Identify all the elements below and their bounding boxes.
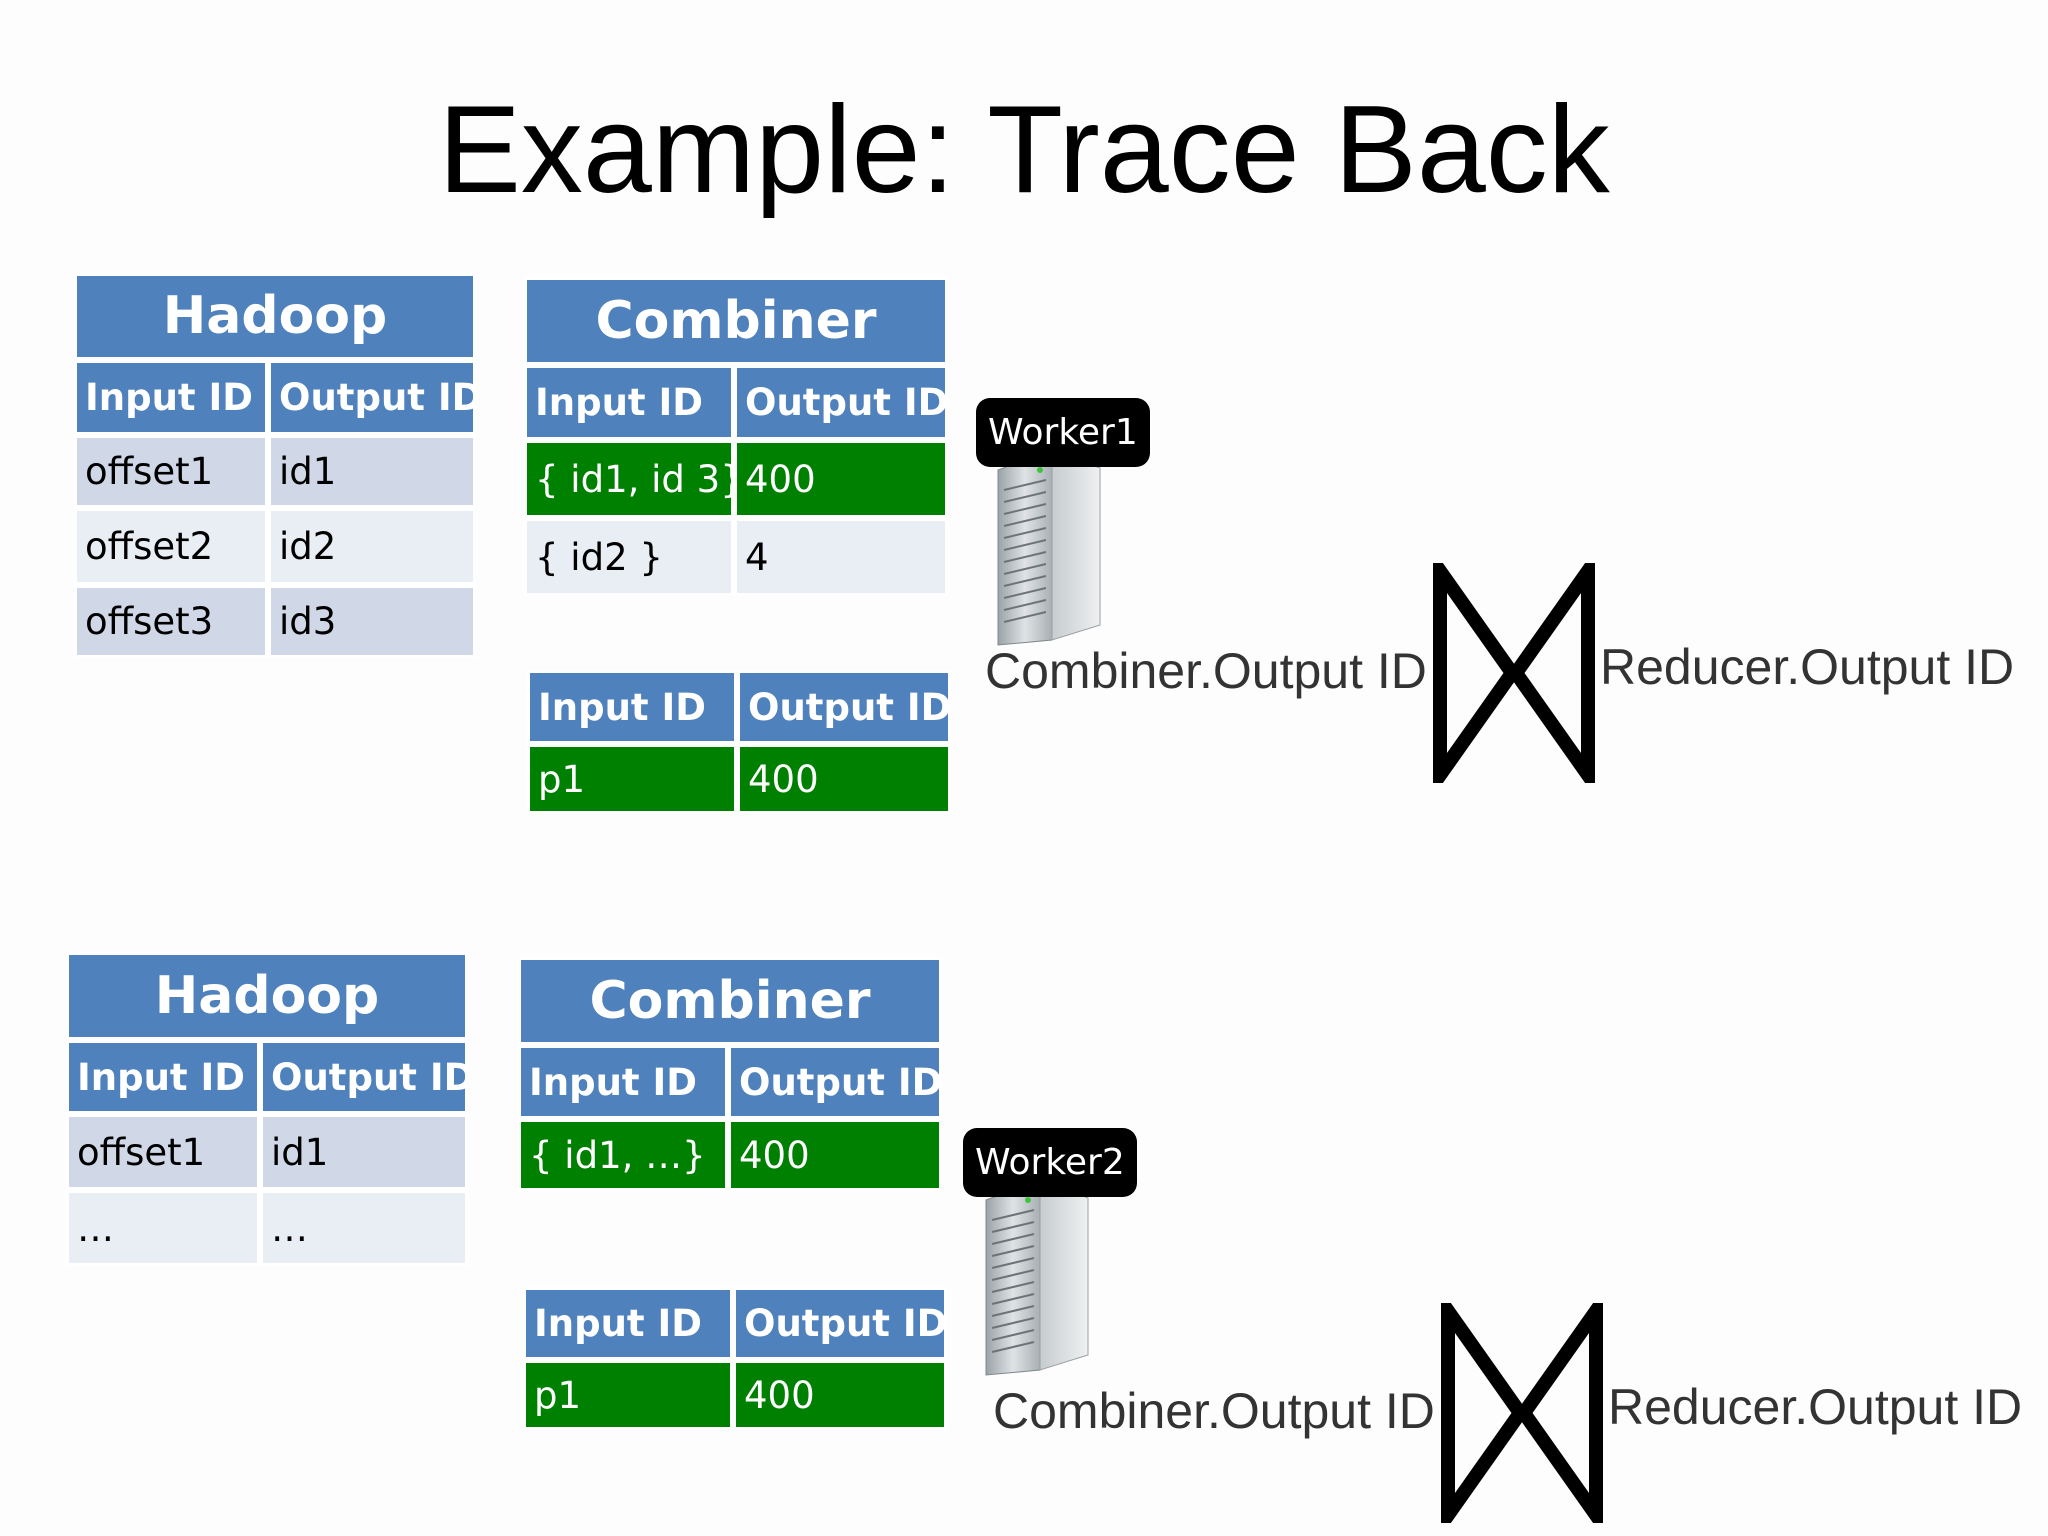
table-cell: 400 — [728, 1119, 942, 1191]
bottom-combiner-table: Combiner Input ID Output ID { id1, …} 40… — [518, 957, 942, 1191]
header-cell: Input ID — [527, 670, 737, 744]
combiner-output-label: Combiner.Output ID — [993, 1383, 1435, 1439]
table-header-row: Input ID Output ID — [527, 670, 951, 744]
table-cell: … — [66, 1190, 260, 1266]
top-hadoop-table: Hadoop Input ID Output ID offset1 id1 of… — [74, 273, 476, 658]
table-title: Hadoop — [66, 952, 468, 1040]
table-header-row: Input ID Output ID — [66, 1040, 468, 1114]
table-header-row: Input ID Output ID — [524, 365, 948, 440]
server-icon — [985, 1179, 1089, 1376]
join-bowtie-icon — [1441, 1303, 1603, 1523]
table-cell: p1 — [523, 1360, 733, 1430]
header-cell: Output ID — [734, 365, 948, 440]
header-cell: Input ID — [523, 1287, 733, 1360]
reducer-output-label: Reducer.Output ID — [1608, 1379, 2023, 1435]
combiner-output-label: Combiner.Output ID — [985, 643, 1427, 699]
header-cell: Output ID — [737, 670, 951, 744]
header-cell: Input ID — [74, 360, 268, 435]
top-reducer-table: Input ID Output ID p1 400 — [527, 670, 951, 814]
table-row-highlighted: p1 400 — [527, 744, 951, 814]
table-cell: { id1, …} — [518, 1119, 728, 1191]
table-cell: id1 — [268, 435, 476, 508]
header-cell: Input ID — [518, 1045, 728, 1119]
table-header-row: Input ID Output ID — [518, 1045, 942, 1119]
table-header-row: Input ID Output ID — [74, 360, 476, 435]
top-combiner-table: Combiner Input ID Output ID { id1, id 3}… — [524, 277, 948, 596]
reducer-output-label: Reducer.Output ID — [1600, 639, 2015, 695]
table-cell: 4 — [734, 518, 948, 596]
table-cell: offset3 — [74, 585, 268, 658]
table-row: … … — [66, 1190, 468, 1266]
table-cell: p1 — [527, 744, 737, 814]
table-cell: id1 — [260, 1114, 468, 1190]
table-row: offset2 id2 — [74, 508, 476, 585]
bottom-hadoop-table: Hadoop Input ID Output ID offset1 id1 … … — [66, 952, 468, 1266]
table-cell: offset2 — [74, 508, 268, 585]
header-cell: Input ID — [524, 365, 734, 440]
header-cell: Output ID — [733, 1287, 947, 1360]
header-cell: Output ID — [728, 1045, 942, 1119]
table-row-highlighted: p1 400 — [523, 1360, 947, 1430]
bottom-reducer-table: Input ID Output ID p1 400 — [523, 1287, 947, 1430]
table-cell: … — [260, 1190, 468, 1266]
table-row: offset3 id3 — [74, 585, 476, 658]
table-header-row: Input ID Output ID — [523, 1287, 947, 1360]
table-row: offset1 id1 — [66, 1114, 468, 1190]
header-cell: Output ID — [268, 360, 476, 435]
table-cell: 400 — [737, 744, 951, 814]
table-cell: 400 — [734, 440, 948, 518]
table-row-highlighted: { id1, …} 400 — [518, 1119, 942, 1191]
header-cell: Output ID — [260, 1040, 468, 1114]
table-title: Combiner — [518, 957, 942, 1045]
server-icon — [997, 449, 1101, 646]
table-cell: { id2 } — [524, 518, 734, 596]
table-title: Combiner — [524, 277, 948, 365]
table-row-highlighted: { id1, id 3} 400 — [524, 440, 948, 518]
table-cell: id3 — [268, 585, 476, 658]
table-title: Hadoop — [74, 273, 476, 360]
table-cell: offset1 — [66, 1114, 260, 1190]
header-cell: Input ID — [66, 1040, 260, 1114]
worker-label: Worker2 — [963, 1128, 1137, 1197]
table-cell: offset1 — [74, 435, 268, 508]
table-cell: 400 — [733, 1360, 947, 1430]
slide-title: Example: Trace Back — [438, 81, 1610, 219]
table-row: { id2 } 4 — [524, 518, 948, 596]
join-bowtie-icon — [1433, 563, 1595, 783]
worker-label: Worker1 — [976, 398, 1150, 467]
table-cell: { id1, id 3} — [524, 440, 734, 518]
table-row: offset1 id1 — [74, 435, 476, 508]
table-cell: id2 — [268, 508, 476, 585]
